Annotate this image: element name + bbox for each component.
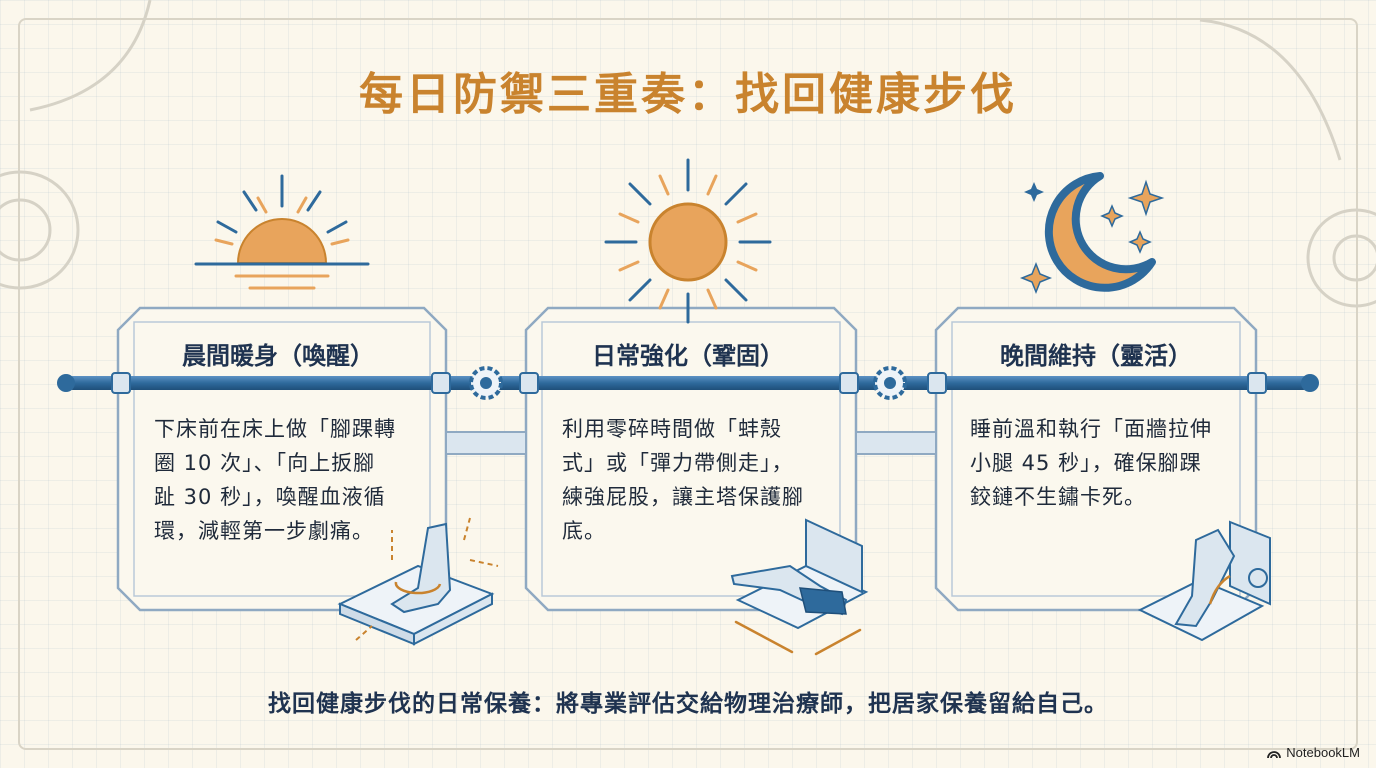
corner-pipe-top-left xyxy=(29,0,152,112)
sun-icon xyxy=(604,158,772,324)
pipe-gear-2-icon xyxy=(873,366,907,400)
moon-stars-icon xyxy=(1019,172,1165,295)
stage-evening-line: 鉸鏈不生鏽卡死。 xyxy=(970,485,1146,509)
stage-morning-line: 下床前在床上做「腳踝轉 xyxy=(154,417,396,441)
connector-pipes xyxy=(445,431,937,455)
footer-summary: 找回健康步伐的日常保養：將專業評估交給物理治療師，把居家保養留給自己。 xyxy=(268,691,1108,717)
clamshell-exercise-icon xyxy=(730,518,869,656)
stage-evening-heading: 晚間維持（靈活） xyxy=(1000,342,1192,370)
corner-gear-right-icon xyxy=(1306,208,1376,308)
stage-daytime-line: 底。 xyxy=(562,519,606,543)
stage-evening-line: 小腿 45 秒」，確保腳踝 xyxy=(970,451,1202,475)
stage-daytime-heading: 日常強化（鞏固） xyxy=(592,342,784,370)
notebooklm-logo-icon xyxy=(1267,750,1282,758)
calf-stretch-wall-icon xyxy=(1137,520,1271,642)
outer-frame xyxy=(18,18,1358,750)
stage-daytime-line: 利用零碎時間做「蚌殼 xyxy=(562,417,782,441)
corner-gear-left-icon xyxy=(0,170,80,290)
stage-morning-line: 環，減輕第一步劇痛。 xyxy=(154,519,374,543)
stage-morning-line: 趾 30 秒」，喚醒血液循 xyxy=(154,485,386,509)
stage-daytime-text: 利用零碎時間做「蚌殼 式」或「彈力帶側走」， 練強屁股，讓主塔保護腳 底。 xyxy=(562,412,804,548)
stage-morning-heading: 晨間暖身（喚醒） xyxy=(182,342,374,370)
corner-pipe-top-right xyxy=(1199,18,1342,161)
stage-evening-text: 睡前溫和執行「面牆拉伸 小腿 45 秒」，確保腳踝 鉸鏈不生鏽卡死。 xyxy=(970,412,1212,514)
stage-morning-text: 下床前在床上做「腳踝轉 圈 10 次」、「向上扳腳 趾 30 秒」，喚醒血液循 … xyxy=(154,412,396,548)
stage-morning-line: 圈 10 次」、「向上扳腳 xyxy=(154,451,376,475)
foot-on-board-icon xyxy=(337,517,499,646)
brand-name: NotebookLM xyxy=(1286,745,1360,760)
sunrise-icon xyxy=(194,174,370,290)
brand-watermark: NotebookLM xyxy=(1267,745,1360,760)
stage-evening-line: 睡前溫和執行「面牆拉伸 xyxy=(970,417,1212,441)
stage-daytime-line: 練強屁股，讓主塔保護腳 xyxy=(562,485,804,509)
stage-daytime-line: 式」或「彈力帶側走」， xyxy=(562,451,794,475)
pipe-gear-1-icon xyxy=(469,366,503,400)
main-pipe xyxy=(66,376,1310,390)
page-title: 每日防禦三重奏：找回健康步伐 xyxy=(359,69,1017,120)
